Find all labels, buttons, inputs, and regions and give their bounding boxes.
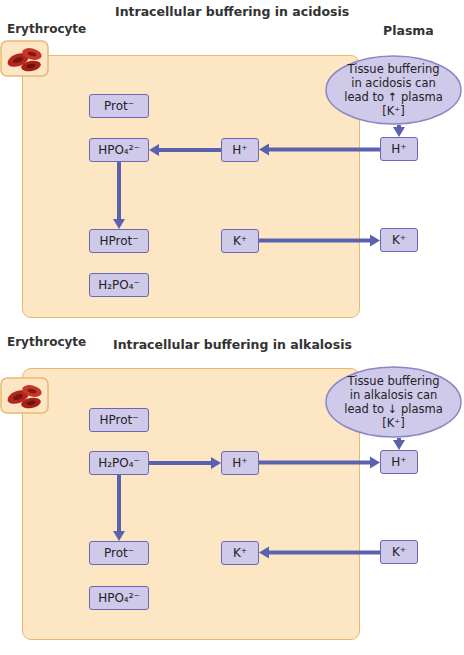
ion-box: HProt⁻	[89, 408, 149, 432]
cell-heading: Erythrocyte	[7, 22, 86, 36]
arrow-line	[149, 461, 212, 465]
arrow-line	[268, 148, 380, 152]
ion-label: HPO₄²⁻	[98, 591, 140, 605]
ion-box: K⁺	[221, 229, 259, 253]
flow-arrow	[149, 457, 221, 469]
cell-heading: Erythrocyte	[7, 335, 86, 349]
flow-arrow	[393, 438, 405, 450]
ion-label: H₂PO₄⁻	[98, 278, 140, 292]
ion-label: K⁺	[392, 233, 406, 247]
note-text: Tissue buffering in alkalosis can lead t…	[341, 374, 446, 430]
cell-box: ErythrocyteHProt⁻H₂PO₄⁻Prot⁻HPO₄²⁻H⁺K⁺	[22, 368, 360, 640]
note-text: Tissue buffering in acidosis can lead to…	[341, 62, 446, 118]
panel-label: Intracellular buffering in alkalosis	[113, 337, 352, 352]
ion-box: K⁺	[380, 540, 418, 564]
arrow-head	[211, 457, 221, 469]
ion-box: H₂PO₄⁻	[89, 273, 149, 297]
ion-box: Prot⁻	[89, 94, 149, 118]
arrow-line	[397, 125, 401, 128]
ion-label: H⁺	[391, 142, 406, 156]
ion-box: H⁺	[221, 451, 259, 475]
arrow-line	[259, 239, 371, 243]
ion-box: K⁺	[380, 228, 418, 252]
panel-label: Intracellular buffering in acidosis	[115, 4, 349, 19]
ion-box: HPO₄²⁻	[89, 586, 149, 610]
ion-box: H⁺	[380, 450, 418, 474]
arrow-head	[259, 144, 269, 156]
ion-label: HProt⁻	[99, 234, 138, 248]
flow-arrow	[149, 144, 221, 156]
arrow-head	[113, 531, 125, 541]
erythrocyte-icon	[0, 40, 50, 78]
flow-arrow	[259, 144, 380, 156]
ion-box: H⁺	[221, 138, 259, 162]
arrow-line	[259, 461, 371, 465]
arrow-head	[370, 235, 380, 247]
ellipse-shape	[326, 367, 461, 437]
erythrocyte-icon	[0, 377, 50, 415]
ion-label: HPO₄²⁻	[98, 143, 140, 157]
arrow-line	[117, 162, 121, 220]
panel-label: Plasma	[383, 23, 434, 38]
ion-label: H⁺	[232, 456, 247, 470]
ion-label: HProt⁻	[99, 413, 138, 427]
ion-box: H₂PO₄⁻	[89, 451, 149, 475]
ion-label: K⁺	[233, 546, 247, 560]
ion-box: H⁺	[380, 137, 418, 161]
arrow-line	[397, 438, 401, 441]
ion-box: HProt⁻	[89, 229, 149, 253]
ellipse-shape	[326, 56, 461, 124]
flow-arrow	[113, 475, 125, 541]
ion-box: Prot⁻	[89, 541, 149, 565]
arrow-head	[370, 457, 380, 469]
ion-box: HPO₄²⁻	[89, 138, 149, 162]
arrow-line	[268, 551, 380, 555]
flow-arrow	[259, 547, 380, 559]
ion-label: H⁺	[232, 143, 247, 157]
ion-label: Prot⁻	[104, 546, 134, 560]
ion-label: H₂PO₄⁻	[98, 456, 140, 470]
flow-arrow	[259, 235, 380, 247]
ion-label: K⁺	[233, 234, 247, 248]
flow-arrow	[393, 125, 405, 137]
arrow-line	[158, 148, 221, 152]
ion-label: H⁺	[391, 455, 406, 469]
arrow-line	[117, 475, 121, 532]
ion-box: K⁺	[221, 541, 259, 565]
arrow-head	[393, 440, 405, 450]
arrow-head	[393, 127, 405, 137]
note-ellipse: Tissue buffering in alkalosis can lead t…	[325, 366, 462, 438]
flow-arrow	[113, 162, 125, 229]
arrow-head	[113, 219, 125, 229]
ion-label: Prot⁻	[104, 99, 134, 113]
cell-box: ErythrocyteProt⁻HPO₄²⁻HProt⁻H₂PO₄⁻H⁺K⁺	[22, 55, 360, 318]
arrow-head	[149, 144, 159, 156]
ion-label: K⁺	[392, 545, 406, 559]
note-ellipse: Tissue buffering in acidosis can lead to…	[325, 55, 462, 125]
arrow-head	[259, 547, 269, 559]
flow-arrow	[259, 457, 380, 469]
